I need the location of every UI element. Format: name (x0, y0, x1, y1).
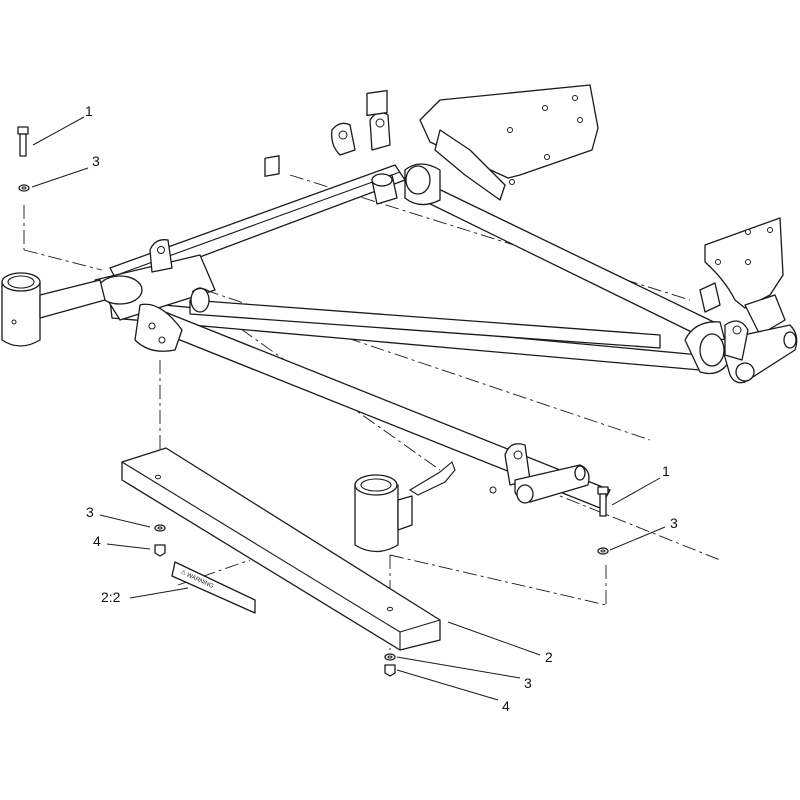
callout-washer-left-bottom: 3 (86, 504, 94, 520)
bolt-left (17, 126, 29, 157)
bar-part-2 (121, 447, 441, 651)
right-side-plate (699, 217, 798, 384)
callouts: 1 3 3 4 2:2 2 3 4 1 3 (85, 103, 678, 714)
callout-bolt-left: 1 (85, 103, 93, 119)
front-pivot-cup (354, 474, 413, 553)
callout-nut-left: 4 (93, 533, 101, 549)
rear-brackets (149, 84, 599, 313)
nut-left (154, 544, 166, 557)
hardware (17, 126, 609, 677)
callout-nut-bottom: 4 (502, 698, 510, 714)
callout-bolt-right: 1 (662, 463, 670, 479)
nut-bottom (384, 664, 396, 677)
left-pivot-cup (1, 272, 106, 347)
callout-decal: 2:2 (101, 589, 121, 605)
bolt-right (597, 486, 609, 517)
leader-lines (31, 116, 666, 701)
callout-washer-left-top: 3 (92, 153, 100, 169)
warning-decal: ⚠ WARNING (171, 561, 256, 614)
callout-washer-bottom: 3 (524, 675, 532, 691)
callout-washer-right: 3 (670, 515, 678, 531)
main-frame (94, 164, 731, 509)
callout-bar: 2 (545, 649, 553, 665)
center-front-bracket (408, 443, 590, 504)
